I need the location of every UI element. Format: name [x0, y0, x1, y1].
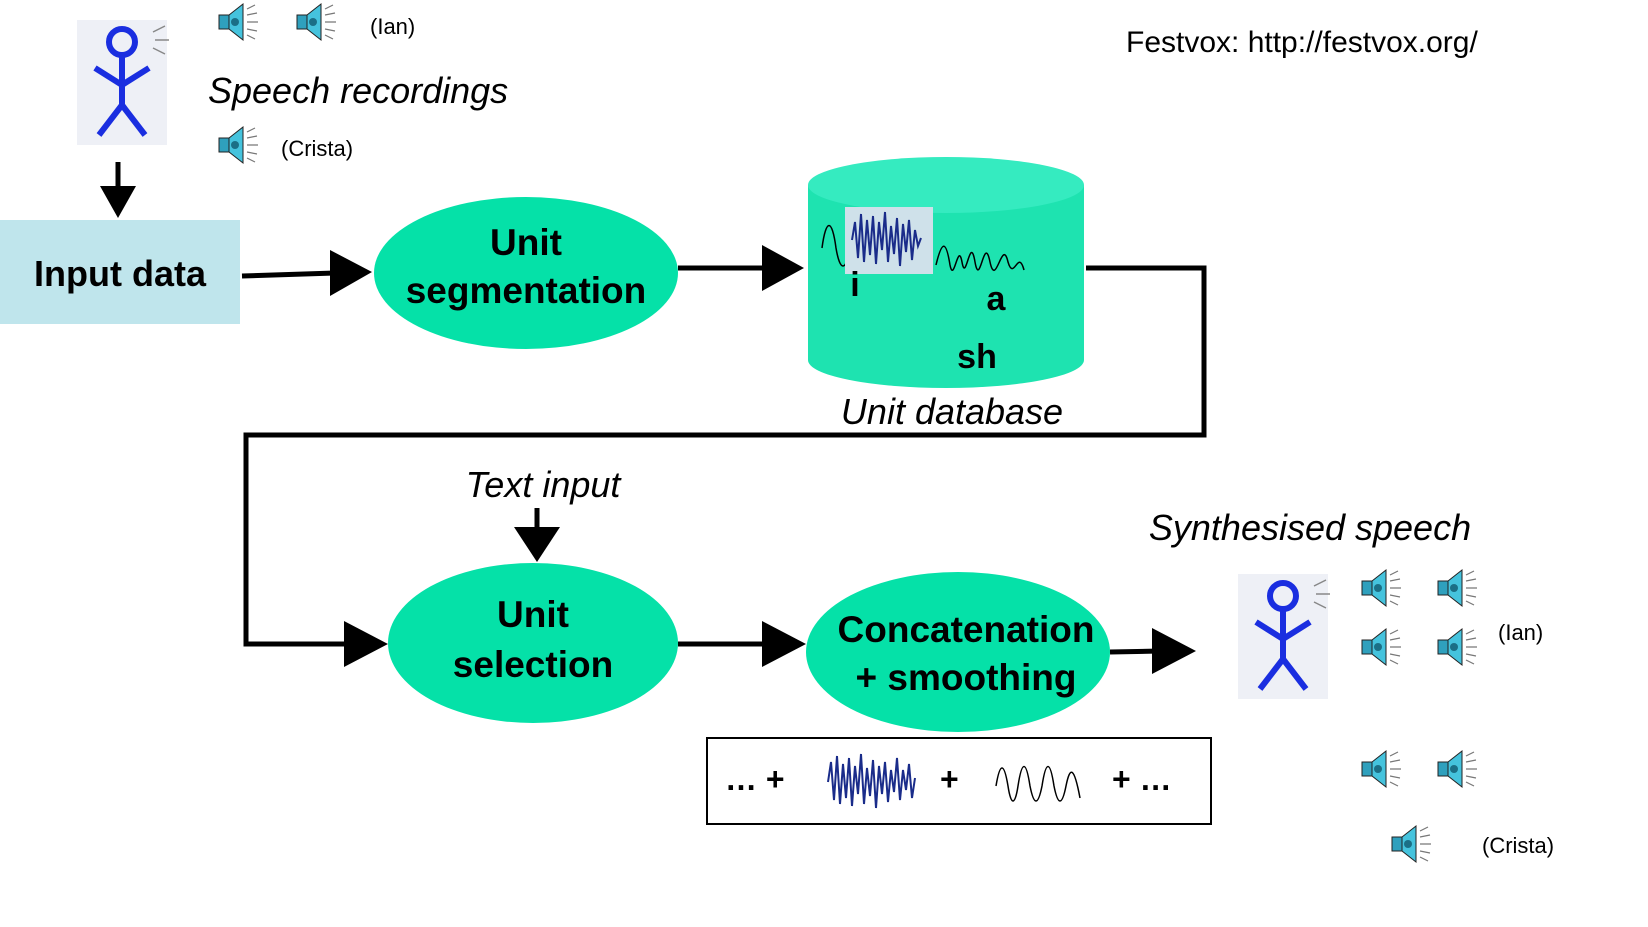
arrowhead-selection	[344, 621, 388, 667]
speaker-figure-icon	[77, 20, 169, 145]
formula-sine-wave	[995, 765, 1081, 802]
unit-segmentation-line1: Unit	[490, 222, 562, 263]
concatenation-node	[806, 572, 1110, 732]
festvox-url: Festvox: http://festvox.org/	[1126, 26, 1478, 59]
unit-selection-node	[388, 563, 678, 723]
output-ian-speaker-2-icon[interactable]	[1437, 569, 1478, 607]
speaker-crista-icon[interactable]	[218, 126, 259, 164]
connector-database-to-selection	[243, 265, 1207, 647]
output-label-ian: (Ian)	[1498, 620, 1543, 645]
db-phone-i: i	[850, 266, 859, 304]
arrowhead-segmentation	[330, 250, 372, 296]
synthesised-speech-label: Synthesised speech	[1149, 507, 1471, 548]
concatenation-line2: + smoothing	[856, 657, 1077, 698]
output-crista-speaker-1-icon[interactable]	[1361, 750, 1402, 788]
formula-start: … +	[725, 761, 785, 797]
formula-box	[706, 737, 1212, 825]
unit-segmentation-node	[374, 197, 678, 349]
arrowhead-text-input	[514, 527, 560, 562]
output-ian-speaker-1-icon[interactable]	[1361, 569, 1402, 607]
formula-plus: +	[940, 761, 959, 797]
db-wave-right	[935, 245, 1025, 272]
output-speaker-figure-icon	[1238, 574, 1330, 699]
db-phone-sh: sh	[957, 338, 997, 376]
arrowhead-concatenation	[762, 621, 806, 667]
arrow-input-to-segmentation	[241, 270, 336, 279]
output-crista-speaker-2-icon[interactable]	[1437, 750, 1478, 788]
concatenation-line1: Concatenation	[838, 609, 1095, 650]
formula-noise-wave	[827, 753, 916, 809]
output-crista-speaker-3-icon[interactable]	[1391, 825, 1432, 863]
input-data-label: Input data	[34, 253, 207, 294]
output-ian-speaker-4-icon[interactable]	[1437, 628, 1478, 666]
input-data-box	[0, 220, 240, 324]
label-ian: (Ian)	[370, 14, 415, 39]
unit-database-caption: Unit database	[841, 391, 1063, 432]
output-ian-speaker-3-icon[interactable]	[1361, 628, 1402, 666]
formula-end: + …	[1112, 761, 1172, 797]
speech-recordings-label: Speech recordings	[208, 70, 508, 111]
db-noise-wave	[851, 211, 922, 267]
speaker-ian-1-icon[interactable]	[218, 3, 259, 41]
arrow-concatenation-to-output	[1109, 648, 1161, 655]
label-crista: (Crista)	[281, 136, 353, 161]
arrowhead-output	[1152, 628, 1196, 674]
unit-selection-line1: Unit	[497, 594, 569, 635]
arrowhead-input	[100, 186, 136, 218]
db-phone-a: a	[987, 280, 1007, 318]
arrowhead-database	[762, 245, 804, 291]
text-input-label: Text input	[466, 464, 623, 505]
unit-segmentation-line2: segmentation	[406, 270, 647, 311]
output-label-crista: (Crista)	[1482, 833, 1554, 858]
unit-selection-line2: selection	[453, 644, 613, 685]
speaker-ian-2-icon[interactable]	[296, 3, 337, 41]
